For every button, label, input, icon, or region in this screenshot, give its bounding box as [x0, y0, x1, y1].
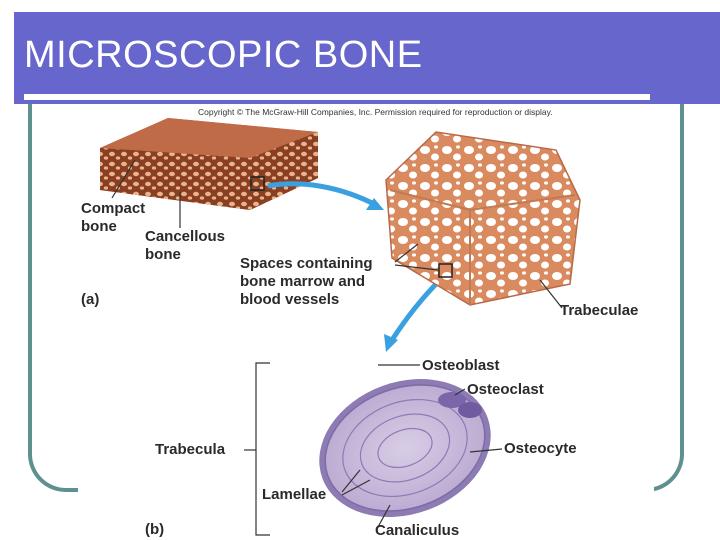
arrow-to-spongy — [267, 181, 380, 209]
slide-title: MICROSCOPIC BONE — [24, 34, 423, 76]
label-trabeculae: Trabeculae — [560, 302, 639, 319]
spongy-bone-cube — [385, 131, 581, 306]
panel-label-a: (a) — [81, 291, 100, 308]
label-osteocyte: Osteocyte — [504, 440, 577, 457]
label-cancellous-line1: Cancellous — [145, 228, 226, 245]
leader-lines — [111, 159, 563, 536]
compact-bone-block — [100, 118, 318, 210]
copyright-notice: Copyright © The McGraw-Hill Companies, I… — [198, 107, 553, 117]
label-osteoclast: Osteoclast — [467, 381, 544, 398]
title-bar: MICROSCOPIC BONE — [14, 12, 720, 104]
label-spaces: Spaces containing bone marrow and blood … — [240, 255, 373, 309]
label-canaliculus: Canaliculus — [375, 522, 460, 539]
label-trabecula: Trabecula — [155, 441, 226, 458]
title-underline — [24, 94, 650, 100]
label-osteoblast: Osteoblast — [422, 357, 500, 374]
label-cancellous-line2: bone — [145, 246, 181, 263]
label-compact-line2: bone — [81, 218, 117, 235]
trabecula-cross-section — [319, 379, 491, 517]
arrow-to-trabecula — [389, 278, 442, 342]
label-compact-bone: Compact bone — [81, 200, 145, 236]
panel-label-b: (b) — [145, 521, 165, 538]
label-lamellae: Lamellae — [262, 486, 327, 503]
label-spaces-line3: blood vessels — [240, 291, 340, 308]
label-spaces-line2: bone marrow and — [240, 273, 366, 290]
label-spaces-line1: Spaces containing — [240, 255, 373, 272]
label-cancellous-bone: Cancellous bone — [145, 228, 225, 264]
label-compact-line1: Compact — [81, 200, 146, 217]
